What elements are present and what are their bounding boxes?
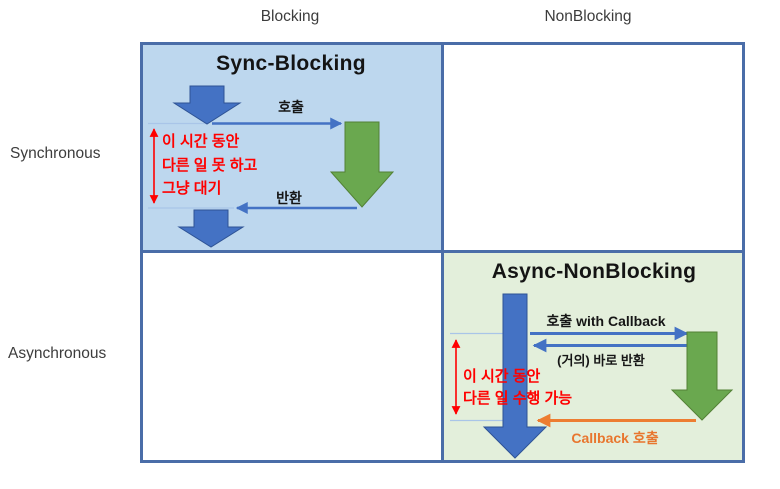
cell-async-blocking bbox=[143, 253, 441, 460]
async-work-note-line: 이 시간 동안 bbox=[463, 368, 541, 385]
async-call-label: 호출 with Callback bbox=[546, 313, 666, 329]
sync-wait-note-line: 이 시간 동안 bbox=[162, 133, 240, 150]
column-header-nonblocking: NonBlocking bbox=[544, 8, 632, 25]
row-header-synchronous: Synchronous bbox=[10, 145, 101, 162]
async-immediate-return-label: (거의) 바로 반환 bbox=[557, 353, 645, 368]
sync-call-label: 호출 bbox=[278, 99, 304, 115]
async-callback-call-label: Callback 호출 bbox=[571, 430, 659, 446]
sync-wait-note: 이 시간 동안 다른 일 못 하고 그냥 대기 bbox=[162, 130, 257, 201]
sync-wait-note-line: 다른 일 못 하고 bbox=[162, 156, 258, 174]
column-header-blocking: Blocking bbox=[260, 8, 320, 25]
sync-callee-arrow bbox=[329, 121, 395, 208]
sync-blocking-title: Sync-Blocking bbox=[216, 52, 366, 75]
async-work-note-line: 다른 일 수행 가능 bbox=[463, 390, 573, 407]
sync-caller-resume-arrow bbox=[177, 209, 245, 248]
row-header-asynchronous: Asynchronous bbox=[8, 345, 107, 362]
async-caller-arrow bbox=[482, 293, 548, 459]
sync-wait-note-line: 그냥 대기 bbox=[162, 180, 222, 197]
async-work-note: 이 시간 동안 다른 일 수행 가능 bbox=[463, 366, 572, 410]
cell-sync-blocking bbox=[143, 45, 441, 250]
async-callee-arrow bbox=[670, 331, 734, 421]
sync-caller-start-arrow bbox=[172, 85, 242, 125]
grid-horizontal-divider bbox=[143, 250, 742, 253]
async-nonblocking-title: Async-NonBlocking bbox=[491, 260, 697, 283]
cell-sync-nonblocking bbox=[444, 45, 742, 250]
sync-return-label: 반환 bbox=[276, 190, 302, 206]
